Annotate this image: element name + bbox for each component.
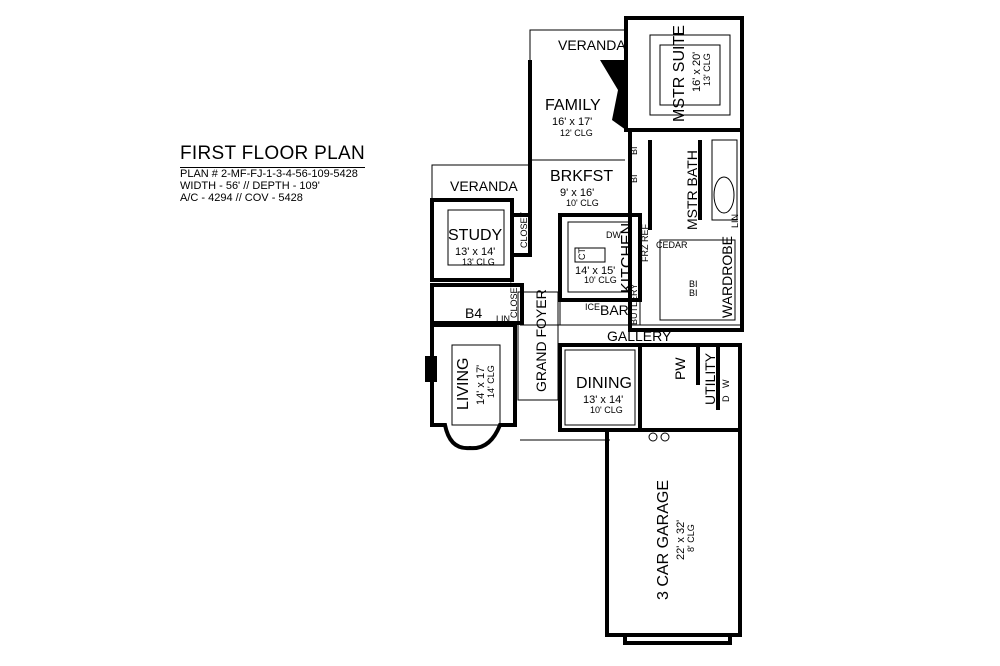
plan-dimensions: WIDTH - 56' // DEPTH - 109' bbox=[180, 180, 320, 192]
garage-size: 22' x 32' bbox=[675, 520, 687, 560]
label-ice: ICE bbox=[585, 302, 600, 312]
plan-number: PLAN # 2-MF-FJ-1-3-4-56-109-5428 bbox=[180, 168, 358, 180]
label-veranda-rear: VERANDA bbox=[558, 37, 626, 53]
label-family: FAMILY bbox=[545, 97, 601, 114]
label-master-bath: MSTR BATH bbox=[684, 150, 700, 230]
room-labels: VERANDA FAMILY 16' x 17' 12' CLG BRKFST … bbox=[448, 25, 735, 600]
label-ct: CT bbox=[577, 248, 587, 260]
master-suite-size: 16' x 20' bbox=[691, 52, 703, 92]
label-master-suite: MSTR SUITE bbox=[671, 25, 688, 122]
label-veranda-side: VERANDA bbox=[450, 178, 518, 194]
label-bar: BAR bbox=[600, 302, 629, 318]
dining-size: 13' x 14' bbox=[583, 394, 623, 406]
label-kitchen: KITCHEN bbox=[619, 223, 636, 293]
label-study: STUDY bbox=[448, 227, 503, 244]
breakfast-ceiling: 10' CLG bbox=[566, 198, 599, 208]
label-b4: B4 bbox=[465, 305, 482, 321]
label-bi-1: BI bbox=[629, 146, 639, 155]
study-ceiling: 13' CLG bbox=[462, 257, 495, 267]
label-dw: DW bbox=[606, 230, 621, 240]
living-size: 14' x 17' bbox=[475, 365, 487, 405]
family-size: 16' x 17' bbox=[552, 116, 592, 128]
title-block: FIRST FLOOR PLAN PLAN # 2-MF-FJ-1-3-4-56… bbox=[180, 143, 365, 204]
dining-ceiling: 10' CLG bbox=[590, 405, 623, 415]
master-suite-ceiling: 13' CLG bbox=[702, 53, 712, 86]
label-living: LIVING bbox=[455, 358, 472, 410]
label-cedar: CEDAR bbox=[656, 240, 688, 250]
label-bi-4: BI bbox=[689, 288, 698, 298]
label-lin-2: LIN bbox=[730, 214, 740, 228]
breakfast-size: 9' x 16' bbox=[560, 187, 594, 199]
label-dryer: D bbox=[721, 395, 731, 402]
label-study-closet: CLOSET bbox=[519, 211, 529, 248]
label-breakfast: BRKFST bbox=[550, 168, 613, 185]
label-wardrobe: WARDROBE bbox=[719, 236, 735, 318]
fixture-labels: BI BI BI BI DW CT ICE LIN LIN D W bbox=[496, 146, 740, 402]
label-garage: 3 CAR GARAGE bbox=[655, 480, 672, 600]
label-washer: W bbox=[721, 379, 731, 388]
label-powder: PW bbox=[672, 357, 688, 380]
label-lin-1: LIN bbox=[496, 314, 510, 324]
walls bbox=[425, 16, 744, 645]
label-butlery: BUTLERY bbox=[629, 284, 639, 325]
label-bi-2: BI bbox=[629, 174, 639, 183]
kitchen-size: 14' x 15' bbox=[575, 265, 615, 277]
label-foyer-closet: CLOSET bbox=[509, 281, 519, 318]
family-ceiling: 12' CLG bbox=[560, 128, 593, 138]
label-dining: DINING bbox=[576, 375, 632, 392]
label-frz-ref: FRZ REF bbox=[640, 224, 650, 262]
garage-ceiling: 8' CLG bbox=[686, 524, 696, 552]
label-gallery: GALLERY bbox=[607, 328, 672, 344]
plan-title: FIRST FLOOR PLAN bbox=[180, 143, 365, 168]
label-utility: UTILITY bbox=[702, 352, 718, 405]
plan-area: A/C - 4294 // COV - 5428 bbox=[180, 192, 303, 204]
label-bi-3: BI bbox=[689, 279, 698, 289]
study-size: 13' x 14' bbox=[455, 246, 495, 258]
kitchen-ceiling: 10' CLG bbox=[584, 275, 617, 285]
label-grand-foyer: GRAND FOYER bbox=[533, 289, 549, 392]
living-ceiling: 14' CLG bbox=[486, 365, 496, 398]
